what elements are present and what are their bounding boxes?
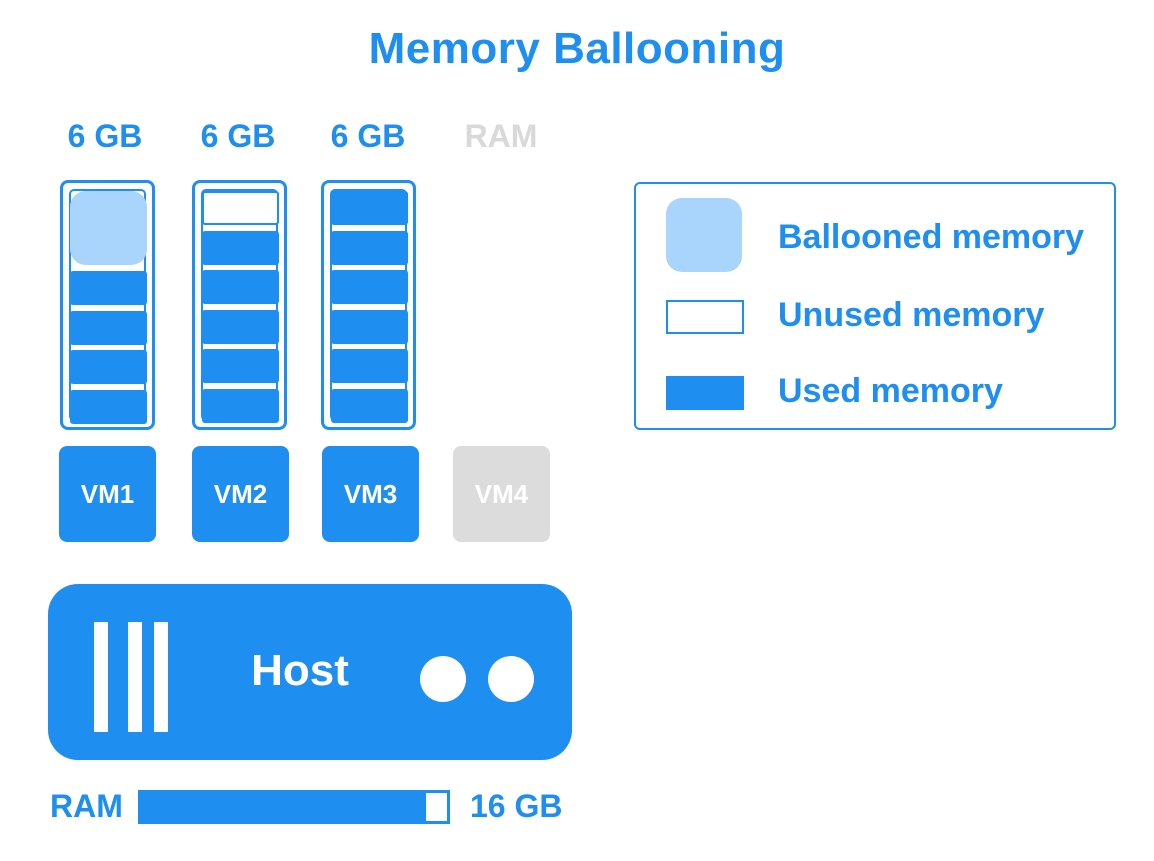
vm4-capacity: RAM [464, 118, 538, 154]
legend: Ballooned memory Unused memory Used memo… [634, 182, 1116, 430]
memory-block-used [202, 230, 279, 265]
vm1-capacity: 6 GB [67, 118, 143, 154]
memory-block-used [331, 191, 408, 225]
host-server: Host [48, 584, 572, 760]
host-ram-used-fill [141, 793, 426, 821]
diagram-title: Memory Ballooning [368, 24, 786, 73]
host-ram-label: RAM [50, 788, 123, 824]
vm4-label: VM4 [453, 446, 550, 542]
memory-block-unused [202, 191, 279, 225]
legend-ballooned-label: Ballooned memory [778, 218, 1085, 256]
vm3-capacity: 6 GB [330, 118, 406, 154]
memory-block-used [70, 350, 147, 384]
legend-ballooned-swatch [666, 198, 742, 272]
memory-block-used [70, 310, 147, 345]
memory-block-ballooned [70, 191, 147, 265]
memory-block-used [202, 349, 279, 383]
host-vent-bar [154, 622, 168, 732]
host-ram-total: 16 GB [470, 788, 563, 824]
legend-unused-label: Unused memory [778, 296, 1045, 334]
memory-block-used [70, 271, 147, 305]
host-ram-bar [138, 790, 450, 824]
memory-block-used [70, 389, 147, 424]
memory-block-used [202, 270, 279, 304]
host-indicator-light [420, 656, 466, 702]
memory-block-used [331, 270, 408, 304]
host-vent-bar [128, 622, 142, 732]
memory-block-used [331, 309, 408, 344]
memory-block-used [202, 388, 279, 423]
legend-unused-swatch [666, 300, 744, 334]
vm1-memory-box [60, 180, 155, 430]
memory-block-used [331, 230, 408, 265]
memory-block-used [331, 349, 408, 383]
vm3-label: VM3 [322, 446, 419, 542]
vm2-memory-box [192, 180, 287, 430]
vm2-label: VM2 [192, 446, 289, 542]
legend-used-swatch [666, 376, 744, 410]
host-label: Host [251, 646, 349, 695]
vm1-label: VM1 [59, 446, 156, 542]
host-indicator-light [488, 656, 534, 702]
vm3-memory-box [321, 180, 416, 430]
memory-block-used [331, 388, 408, 423]
legend-used-label: Used memory [778, 372, 1003, 410]
host-vent-bar [94, 622, 108, 732]
vm2-capacity: 6 GB [200, 118, 276, 154]
memory-block-used [202, 309, 279, 344]
